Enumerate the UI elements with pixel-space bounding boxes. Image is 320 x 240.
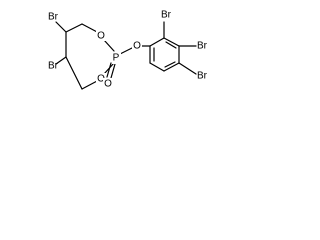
halo-o-double — [103, 78, 113, 89]
atom-br-4: Br — [197, 41, 208, 52]
bond-ar-inner-1 — [165, 41, 177, 49]
atom-br-2: Br — [48, 61, 59, 72]
bond-p-o-link — [119, 47, 133, 55]
bond-c1-ch2top — [65, 23, 83, 33]
bond-p-o-double-b — [110, 63, 116, 79]
atom-br-5: Br — [197, 71, 208, 82]
bond-o-p-top — [103, 39, 115, 52]
atom-o-link: O — [133, 41, 141, 52]
bond-ch2bottom-c2 — [65, 56, 83, 90]
bond-ar4-br5 — [178, 62, 197, 75]
structure-diagram: Br Br O P O O O Br Br Br — [0, 0, 242, 117]
halo-o-ring-top — [96, 30, 106, 41]
atom-o-double: O — [104, 79, 112, 90]
atom-br-3: Br — [161, 10, 172, 21]
atom-p: P — [113, 53, 120, 64]
bond-ar2-ar3 — [163, 37, 180, 47]
bond-c2-br2 — [55, 56, 67, 65]
bond-ar1-ar2 — [149, 37, 165, 47]
atom-labels: Br Br O P O O O Br Br Br — [48, 10, 208, 90]
bond-p-o-double-a — [106, 62, 112, 78]
halo-o-ring-bottom — [96, 73, 106, 84]
atom-o-ring-bottom: O — [97, 74, 105, 85]
bond-c1-br1 — [55, 21, 67, 33]
halo-o-link — [132, 40, 142, 51]
atom-o-ring-top: O — [97, 31, 105, 42]
bonds — [55, 21, 197, 90]
atom-br-1: Br — [48, 12, 59, 23]
molecule-drawing: Br Br O P O O O Br Br Br — [48, 10, 208, 90]
halo-p — [112, 52, 121, 64]
bond-ar-inner-2 — [164, 61, 176, 68]
bond-ar4-ar5 — [163, 62, 180, 72]
bond-ar5-ar6 — [149, 62, 165, 72]
